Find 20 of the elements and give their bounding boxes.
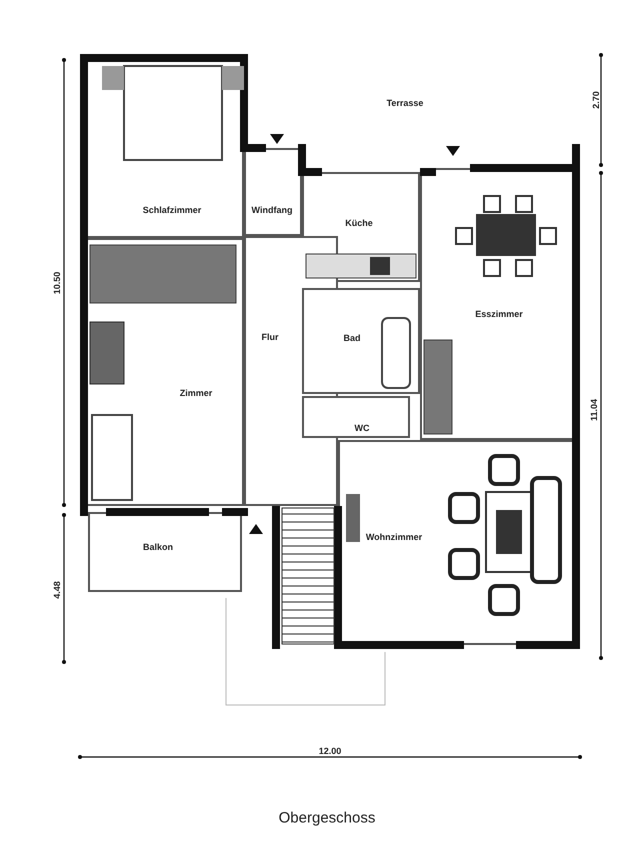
room-area [302, 396, 410, 438]
room-name: WC [354, 423, 370, 433]
room-area [244, 148, 302, 236]
room-name: Flur [262, 332, 278, 342]
dimension-label: 12.00 [318, 746, 342, 756]
room-name: Schlafzimmer [142, 205, 202, 215]
dimension-label: 4.48 [52, 581, 62, 599]
dimension-label: 2.70 [591, 91, 601, 109]
room-name: Windfang [252, 205, 292, 215]
area-label: Terrasse [386, 98, 424, 108]
dimension-label: 11.04 [589, 398, 599, 422]
room-name: Küche [345, 218, 373, 228]
room-name: Zimmer [180, 388, 212, 398]
room-name: Bad [344, 333, 360, 343]
room-name: Wohnzimmer [366, 532, 422, 542]
caption: Obergeschoss [278, 810, 376, 826]
dimension-label: 10.50 [52, 272, 62, 294]
room-name: Balkon [143, 542, 173, 552]
room-area [88, 512, 242, 592]
room-name: Esszimmer [475, 309, 523, 319]
